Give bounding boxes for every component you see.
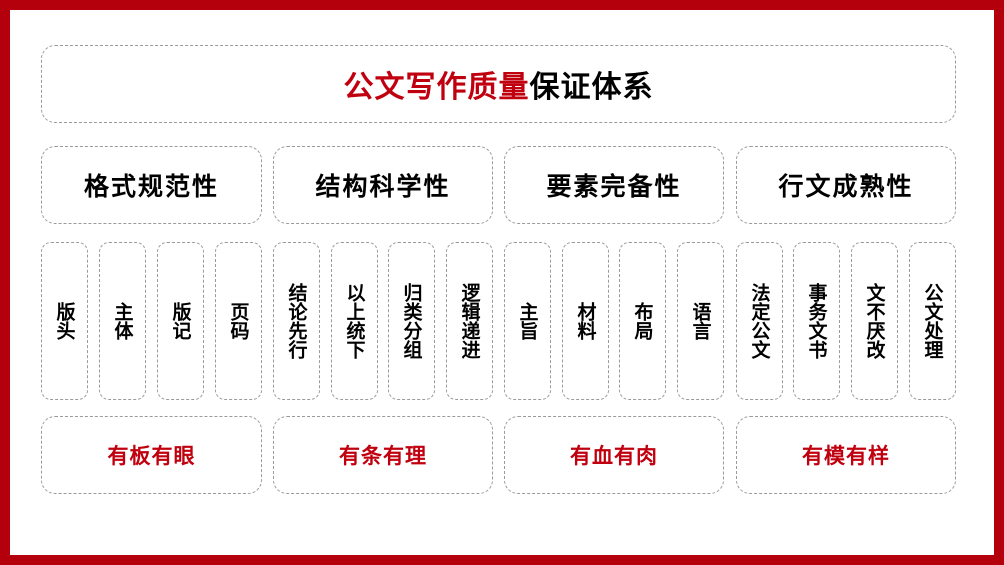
- title-box: 公文写作质量保证体系: [41, 45, 956, 123]
- motto-box: 有模有样: [736, 416, 956, 494]
- motto-box: 有板有眼: [41, 416, 262, 494]
- item-box: 语言: [677, 242, 724, 400]
- motto-box: 有血有肉: [504, 416, 724, 494]
- item-box: 版记: [157, 242, 204, 400]
- item-box: 页码: [215, 242, 262, 400]
- item-box: 文不厌改: [851, 242, 898, 400]
- motto-box: 有条有理: [273, 416, 493, 494]
- item-box: 主旨: [504, 242, 551, 400]
- item-box: 公文处理: [909, 242, 956, 400]
- category-box: 要素完备性: [504, 146, 724, 224]
- category-box: 格式规范性: [41, 146, 262, 224]
- item-box: 版头: [41, 242, 88, 400]
- item-box: 逻辑递进: [446, 242, 493, 400]
- item-box: 材料: [562, 242, 609, 400]
- title-highlight: 公文写作质量: [343, 70, 530, 105]
- item-box: 法定公文: [736, 242, 783, 400]
- item-box: 布局: [619, 242, 666, 400]
- category-box: 结构科学性: [273, 146, 493, 224]
- item-box: 主体: [99, 242, 146, 400]
- item-box: 结论先行: [273, 242, 320, 400]
- item-box: 以上统下: [331, 242, 378, 400]
- title-rest: 保证体系: [529, 70, 654, 105]
- item-box: 归类分组: [388, 242, 435, 400]
- category-box: 行文成熟性: [736, 146, 956, 224]
- item-box: 事务文书: [793, 242, 840, 400]
